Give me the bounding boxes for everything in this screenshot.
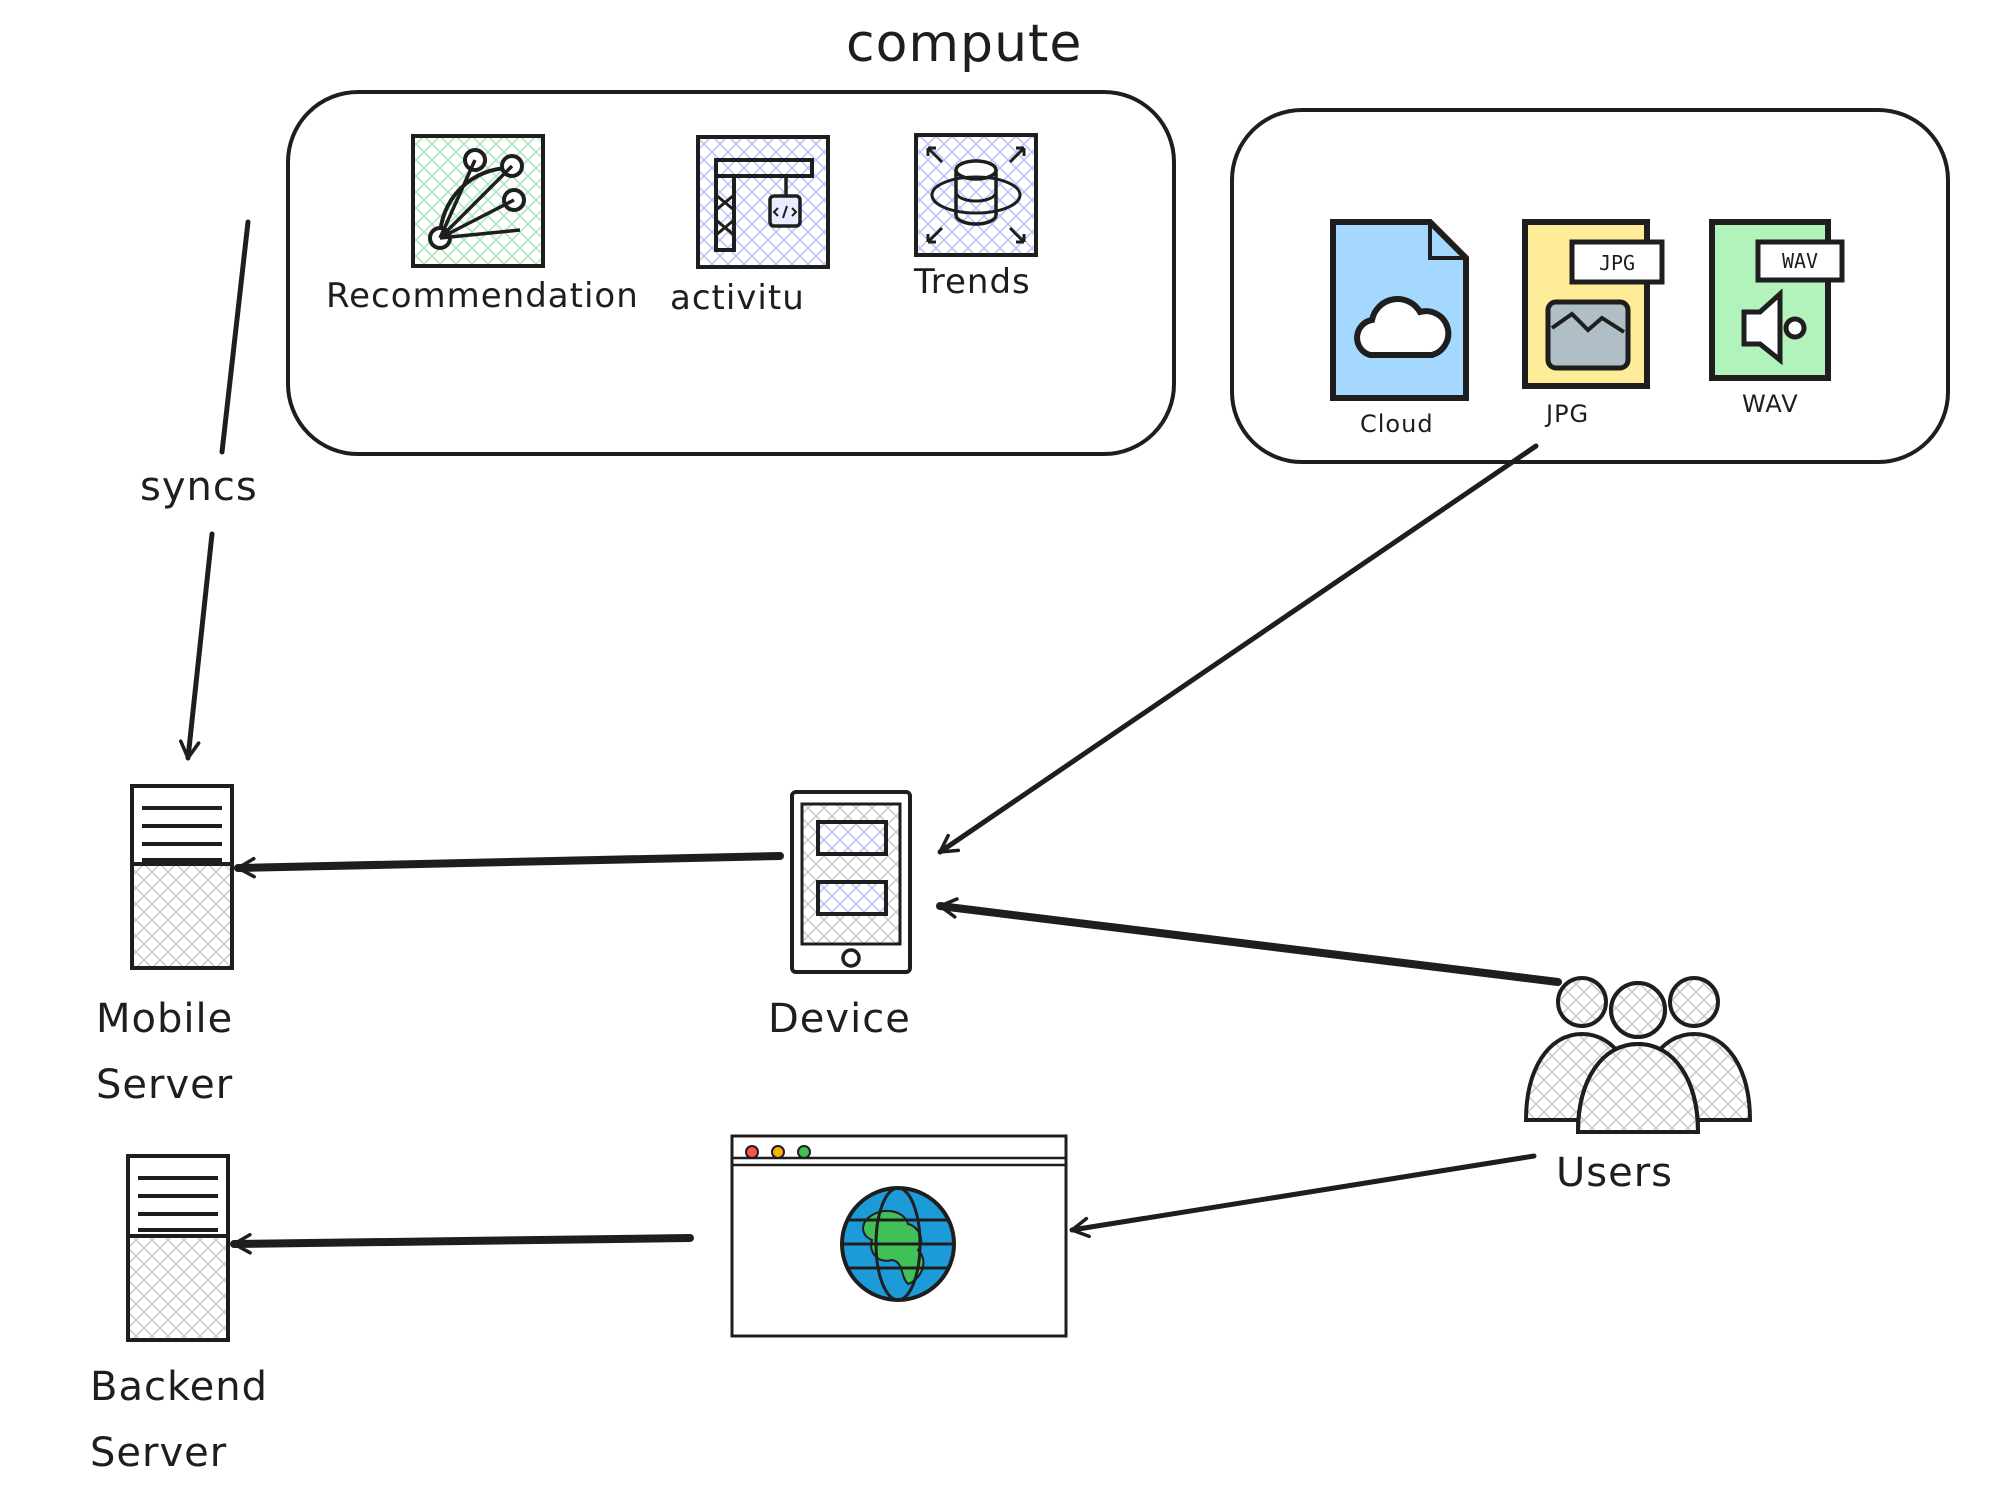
recommendation-label: Recommendation	[326, 276, 639, 316]
compute-group-title: compute	[846, 14, 1083, 74]
backend-server-label-line1: Backend	[90, 1364, 269, 1410]
wav-label: WAV	[1742, 390, 1799, 418]
backend-server-icon	[126, 1154, 230, 1342]
users-to-browser-edge	[1069, 1153, 1537, 1239]
browser-to-backend-edge	[230, 1233, 694, 1255]
cloud-file-icon	[1330, 219, 1469, 401]
syncs-edge-upper	[219, 219, 251, 455]
storage-group-box	[1230, 108, 1950, 464]
users-to-device-edge	[936, 897, 1562, 986]
mobile-server-label-line2: Server	[96, 1062, 234, 1108]
device-label: Device	[768, 996, 911, 1042]
trends-icon	[914, 133, 1038, 257]
browser-dot-yellow	[771, 1145, 785, 1159]
mobile-server-icon	[130, 784, 234, 970]
trends-label: Trends	[914, 262, 1031, 302]
activity-icon	[696, 135, 830, 269]
jpg-label: JPG	[1546, 400, 1590, 428]
browser-window-icon	[730, 1134, 1068, 1338]
browser-dot-red	[745, 1145, 759, 1159]
cloud-label: Cloud	[1360, 410, 1434, 438]
storage-to-device-edge	[937, 443, 1539, 855]
compute-group-box	[286, 90, 1176, 456]
device-to-mobile-server-edge	[234, 852, 784, 879]
device-phone-icon	[790, 790, 912, 974]
jpg-file-icon	[1522, 219, 1665, 389]
mobile-server-label-line1: Mobile	[96, 996, 234, 1042]
jpg-tag-text: JPG	[1599, 251, 1635, 275]
backend-server-label-line2: Server	[90, 1430, 228, 1476]
users-label: Users	[1556, 1150, 1674, 1196]
activity-label: activitu	[670, 278, 805, 318]
wav-file-icon	[1709, 219, 1845, 381]
users-icon	[1523, 976, 1753, 1134]
globe-icon	[840, 1186, 956, 1302]
recommendation-icon	[411, 134, 545, 268]
syncs-edge-arrow	[179, 531, 215, 761]
wav-tag-text: WAV	[1782, 249, 1818, 273]
browser-dot-green	[797, 1145, 811, 1159]
syncs-edge-label: syncs	[140, 464, 258, 510]
